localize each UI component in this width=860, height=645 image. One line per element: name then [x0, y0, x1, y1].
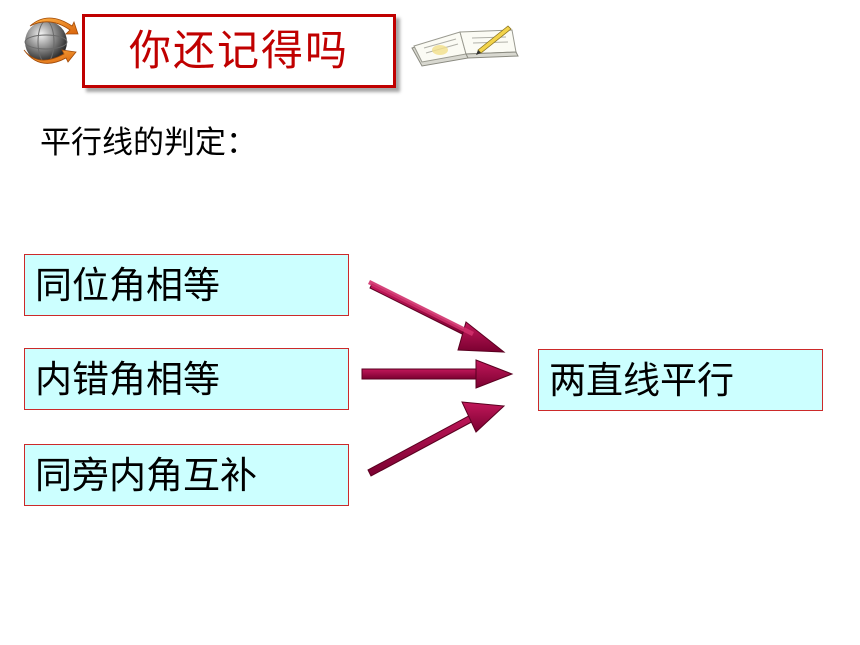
arrow-middle: [361, 359, 514, 389]
condition-label: 同位角相等: [35, 263, 220, 307]
result-label: 两直线平行: [549, 358, 734, 402]
result-box: 两直线平行: [538, 349, 823, 411]
globe-arrow-icon: [23, 17, 79, 64]
condition-label: 同旁内角互补: [35, 453, 257, 497]
title-box: 你还记得吗: [82, 14, 396, 88]
condition-box-alternate-angles: 内错角相等: [24, 348, 349, 410]
arrow-top: [368, 280, 506, 353]
arrow-bottom: [367, 401, 506, 477]
section-heading: 平行线的判定：: [40, 125, 257, 161]
open-book-pencil-icon: [411, 25, 519, 67]
page-title: 你还记得吗: [128, 26, 349, 75]
condition-box-co-interior-angles: 同旁内角互补: [24, 444, 349, 506]
condition-label: 内错角相等: [35, 357, 220, 401]
condition-box-corresponding-angles: 同位角相等: [24, 254, 349, 316]
